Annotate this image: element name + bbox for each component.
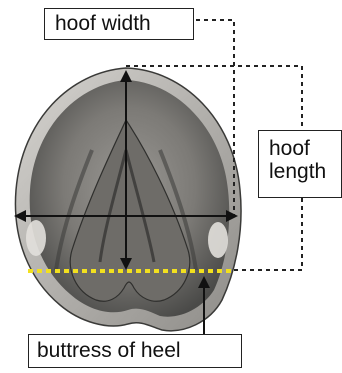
hoof-length-label: hoof length	[258, 130, 342, 198]
hoof-width-label: hoof width	[44, 8, 194, 40]
hoof-length-text-line2: length	[269, 160, 326, 183]
buttress-of-heel-label: buttress of heel	[28, 334, 242, 368]
buttress-of-heel-text: buttress of heel	[37, 339, 181, 362]
hoof-width-text: hoof width	[55, 12, 151, 35]
hoof-length-text-line1: hoof	[269, 137, 310, 160]
heel-bulb-right	[208, 222, 228, 258]
heel-bulb-left	[26, 220, 46, 256]
